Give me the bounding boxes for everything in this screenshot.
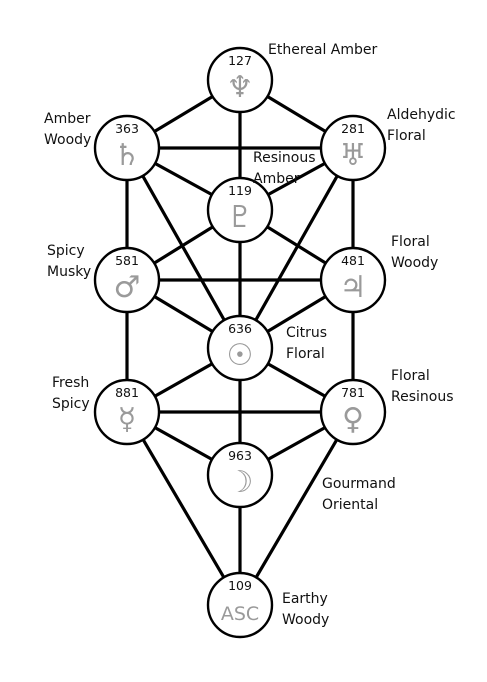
node-label-top: Ethereal Amber	[268, 42, 378, 58]
moon-icon: ☽	[227, 465, 254, 500]
edge-upper-left-to-center	[125, 146, 242, 350]
node-label-line: Oriental	[322, 497, 378, 513]
venus-icon: ♀	[342, 402, 364, 437]
node-circle	[319, 246, 387, 314]
node-label-line: Spicy	[52, 396, 90, 412]
node-number: 481	[341, 253, 365, 268]
node-number: 963	[228, 448, 252, 463]
node-number: 109	[228, 578, 252, 593]
node-label-line: Aldehydic	[387, 107, 456, 123]
node-number: 281	[341, 121, 365, 136]
jupiter-icon: ♃	[340, 270, 367, 305]
node-center: 636 ☉	[206, 314, 274, 382]
ascendant-icon: ASC	[221, 603, 259, 625]
node-upper-right: 281 ♅	[319, 114, 387, 182]
edge-upper-right-to-center	[238, 146, 355, 350]
node-label-line: Floral	[391, 234, 430, 250]
node-label-line: Woody	[391, 255, 438, 271]
node-label-line: Gourmand	[322, 476, 396, 492]
node-label-line: Fresh	[52, 375, 89, 391]
sun-icon: ☉	[227, 338, 254, 373]
node-circle	[206, 441, 274, 509]
saturn-icon: ♄	[114, 138, 141, 173]
node-top: 127 ♆	[206, 46, 274, 114]
node-lower-left: 881 ☿	[93, 378, 161, 446]
node-upper-left: 363 ♄	[93, 114, 161, 182]
node-circle	[319, 378, 387, 446]
node-label-line: Resinous	[391, 389, 454, 405]
node-number: 881	[115, 385, 139, 400]
node-lower-right: 781 ♀	[319, 378, 387, 446]
node-circle	[206, 314, 274, 382]
neptune-icon: ♆	[227, 70, 254, 105]
node-circle	[93, 378, 161, 446]
mercury-icon: ☿	[118, 402, 136, 437]
node-circle	[319, 114, 387, 182]
node-circle	[206, 176, 274, 244]
node-label-line: Earthy	[282, 591, 328, 607]
node-label-line: Woody	[282, 612, 329, 628]
node-label-line: Ethereal Amber	[268, 42, 378, 58]
nodes-layer: 127 ♆ 363 ♄ 281 ♅ 119 ♇ 581 ♂ 481 ♃ 636 ☉ 881 ☿ 781 ♀ 963 ☽…	[93, 46, 387, 639]
node-label-line: Spicy	[47, 243, 85, 259]
mars-icon: ♂	[114, 270, 141, 305]
node-label-line: Floral	[387, 128, 426, 144]
node-mid-left: 581 ♂	[93, 246, 161, 314]
node-mid-right: 481 ♃	[319, 246, 387, 314]
node-label-line: Musky	[47, 264, 91, 280]
node-label-line: Amber	[253, 171, 300, 187]
node-label-line: Woody	[44, 132, 91, 148]
node-number: 636	[228, 321, 252, 336]
node-upper-center: 119 ♇	[206, 176, 274, 244]
node-label-line: Floral	[286, 346, 325, 362]
pluto-icon: ♇	[227, 200, 254, 235]
uranus-icon: ♅	[340, 138, 367, 173]
edge-lower-left-to-bottom	[125, 410, 242, 607]
labels-layer: Ethereal AmberAmberWoodyAldehydicFloralR…	[44, 42, 456, 628]
node-circle	[93, 246, 161, 314]
node-number: 127	[228, 53, 252, 68]
node-label-line: Floral	[391, 368, 430, 384]
node-label-line: Resinous	[253, 150, 316, 166]
node-circle	[93, 114, 161, 182]
node-label-line: Citrus	[286, 325, 327, 341]
node-number: 119	[228, 183, 252, 198]
node-label-line: Amber	[44, 111, 91, 127]
node-circle	[206, 571, 274, 639]
edge-lower-right-to-bottom	[238, 410, 355, 607]
node-number: 781	[341, 385, 365, 400]
node-circle	[206, 46, 274, 114]
node-number: 363	[115, 121, 139, 136]
node-lower-center: 963 ☽	[206, 441, 274, 509]
node-number: 581	[115, 253, 139, 268]
